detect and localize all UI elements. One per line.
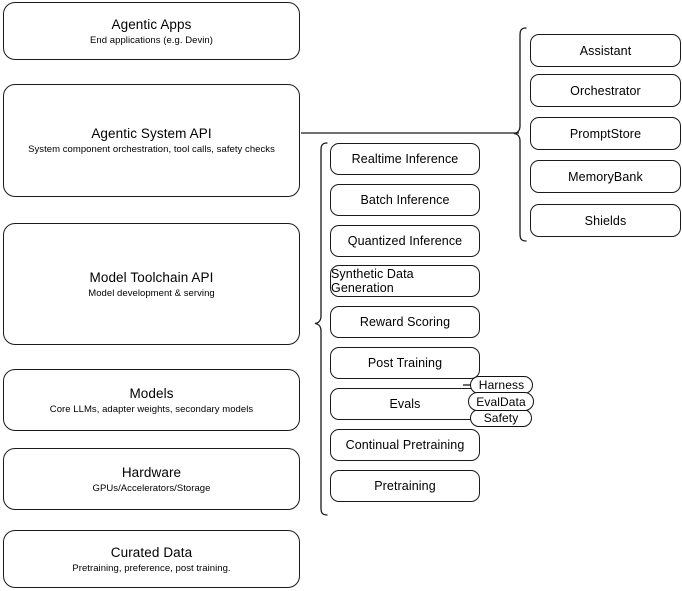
layer-agentic-apps[interactable]: Agentic Apps End applications (e.g. Devi… bbox=[3, 2, 300, 60]
layer-subtitle: System component orchestration, tool cal… bbox=[28, 144, 275, 155]
chip-pretraining[interactable]: Pretraining bbox=[330, 470, 480, 502]
layer-models[interactable]: Models Core LLMs, adapter weights, secon… bbox=[3, 369, 300, 431]
layer-subtitle: GPUs/Accelerators/Storage bbox=[92, 482, 211, 494]
chip-continual-pretraining[interactable]: Continual Pretraining bbox=[330, 429, 480, 461]
layer-subtitle: Core LLMs, adapter weights, secondary mo… bbox=[49, 403, 254, 415]
chip-batch-inference[interactable]: Batch Inference bbox=[330, 184, 480, 216]
layer-hardware[interactable]: Hardware GPUs/Accelerators/Storage bbox=[3, 448, 300, 510]
layer-title: Models bbox=[129, 385, 174, 401]
chip-quantized-inference[interactable]: Quantized Inference bbox=[330, 225, 480, 257]
pill-evaldata[interactable]: EvalData bbox=[468, 392, 534, 411]
layer-model-toolchain-api[interactable]: Model Toolchain API Model development & … bbox=[3, 223, 300, 345]
chip-evals[interactable]: Evals bbox=[330, 388, 480, 420]
layer-title: Agentic System API bbox=[91, 126, 212, 141]
layer-title: Curated Data bbox=[110, 544, 193, 560]
brace-middle-column bbox=[314, 142, 328, 516]
layer-title: Agentic Apps bbox=[111, 16, 192, 32]
chip-realtime-inference[interactable]: Realtime Inference bbox=[330, 143, 480, 175]
chip-synthetic-data-generation[interactable]: Synthetic Data Generation bbox=[330, 265, 480, 297]
brace-right-column bbox=[513, 27, 527, 242]
layer-subtitle: Model development & serving bbox=[88, 287, 215, 299]
layer-title: Model Toolchain API bbox=[89, 269, 214, 285]
pill-safety[interactable]: Safety bbox=[470, 409, 532, 427]
pill-harness[interactable]: Harness bbox=[470, 376, 533, 394]
layer-agentic-system-api[interactable]: Agentic System API System component orch… bbox=[3, 84, 300, 197]
chip-reward-scoring[interactable]: Reward Scoring bbox=[330, 306, 480, 338]
chip-assistant[interactable]: Assistant bbox=[530, 34, 681, 67]
layer-subtitle: Pretraining, preference, post training. bbox=[72, 562, 231, 574]
layer-title: Hardware bbox=[121, 464, 182, 480]
chip-memorybank[interactable]: MemoryBank bbox=[530, 160, 681, 193]
chip-post-training[interactable]: Post Training bbox=[330, 347, 480, 379]
chip-promptstore[interactable]: PromptStore bbox=[530, 117, 681, 150]
layer-subtitle: End applications (e.g. Devin) bbox=[90, 34, 213, 46]
layer-curated-data[interactable]: Curated Data Pretraining, preference, po… bbox=[3, 530, 300, 588]
chip-orchestrator[interactable]: Orchestrator bbox=[530, 74, 681, 107]
chip-shields[interactable]: Shields bbox=[530, 204, 681, 237]
